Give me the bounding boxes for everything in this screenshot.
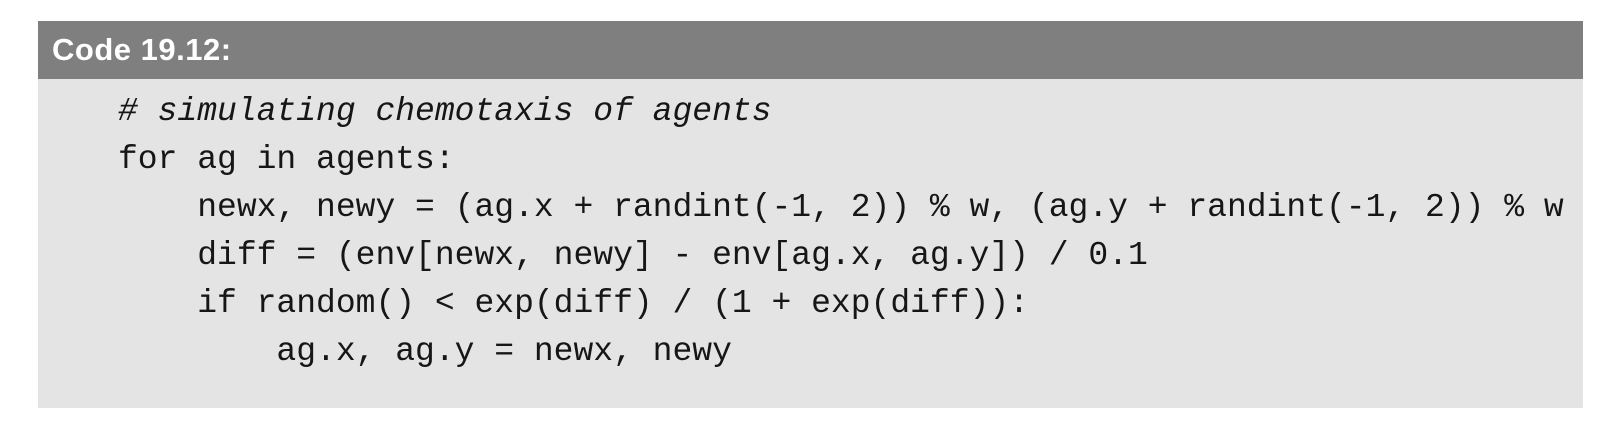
code-line: ag.x, ag.y = newx, newy: [118, 333, 732, 370]
code-line: for ag in agents:: [118, 141, 455, 178]
code-listing: Code 19.12: # simulating chemotaxis of a…: [38, 21, 1583, 408]
code-line: if random() < exp(diff) / (1 + exp(diff)…: [118, 285, 1029, 322]
code-listing-title: Code 19.12:: [52, 32, 232, 67]
code-listing-body: # simulating chemotaxis of agents for ag…: [38, 79, 1583, 408]
code-line: diff = (env[newx, newy] - env[ag.x, ag.y…: [118, 237, 1148, 274]
code-line: newx, newy = (ag.x + randint(-1, 2)) % w…: [118, 189, 1564, 226]
code-listing-header: Code 19.12:: [38, 21, 1583, 79]
code-line-comment: # simulating chemotaxis of agents: [118, 93, 772, 130]
